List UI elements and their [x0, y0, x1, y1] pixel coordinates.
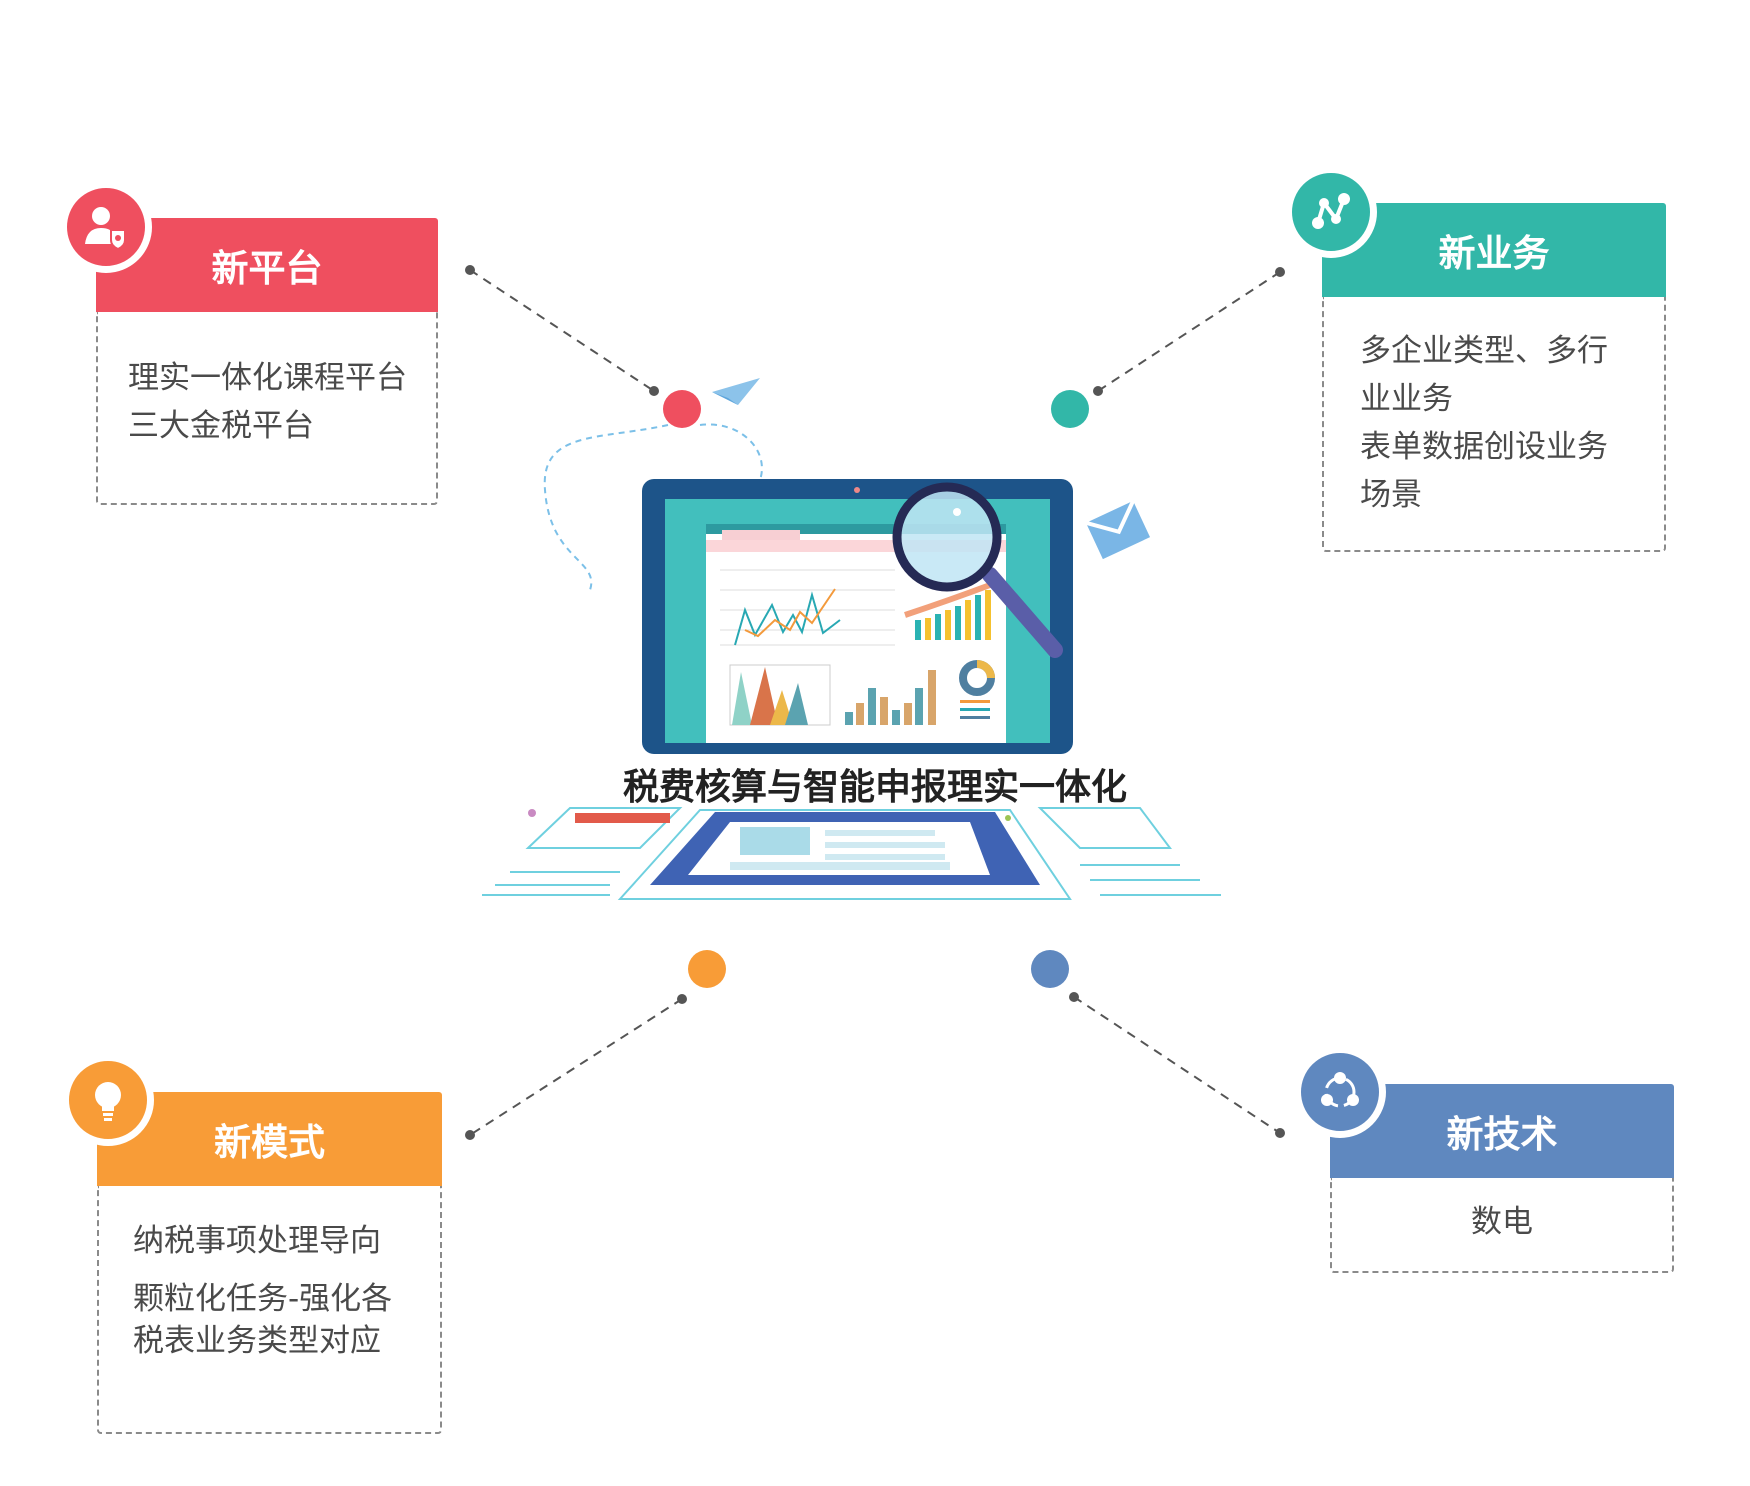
card-header: 新模式 [97, 1092, 442, 1186]
lightbulb-icon [62, 1054, 154, 1146]
teal-node-dot [1051, 390, 1089, 428]
card-header: 新平台 [96, 218, 438, 312]
laptop-base-illustration [482, 807, 1221, 900]
card-header: 新技术 [1330, 1084, 1674, 1178]
card-new-mode: 新模式 纳税事项处理导向 颗粒化任务-强化各 税表业务类型对应 [97, 1092, 442, 1434]
card-line: 纳税事项处理导向 [133, 1223, 381, 1259]
laptop-illustration [642, 479, 1073, 754]
card-line: 税表业务类型对应 [133, 1323, 381, 1359]
card-new-platform: 新平台 理实一体化课程平台 三大金税平台 [96, 218, 438, 505]
network-nodes-icon [1285, 166, 1377, 258]
card-line: 三大金税平台 [128, 408, 314, 444]
card-body: 理实一体化课程平台 三大金税平台 [96, 312, 438, 505]
card-new-technology: 新技术 数电 [1330, 1084, 1674, 1273]
card-header: 新业务 [1322, 203, 1666, 297]
user-shield-icon [60, 181, 152, 273]
share-cycle-icon [1294, 1046, 1386, 1138]
envelope-icon [1085, 500, 1151, 560]
card-title: 新平台 [211, 247, 323, 290]
card-line: 业业务 [1360, 381, 1453, 417]
card-title: 新技术 [1446, 1113, 1558, 1156]
card-body: 纳税事项处理导向 颗粒化任务-强化各 税表业务类型对应 [97, 1186, 442, 1434]
card-line: 颗粒化任务-强化各 [133, 1281, 393, 1317]
red-node-dot [663, 390, 701, 428]
paper-plane-icon [712, 378, 760, 405]
card-line: 理实一体化课程平台 [128, 360, 407, 396]
card-body: 数电 [1330, 1178, 1674, 1273]
card-line: 多企业类型、多行 [1360, 333, 1608, 369]
orange-node-dot [688, 950, 726, 988]
card-new-business: 新业务 多企业类型、多行 业业务 表单数据创设业务 场景 [1322, 203, 1666, 552]
center-title: 税费核算与智能申报理实一体化 [622, 767, 1127, 808]
blue-node-dot [1031, 950, 1069, 988]
card-title: 新业务 [1438, 232, 1550, 275]
card-line: 数电 [1471, 1204, 1533, 1240]
card-line: 场景 [1360, 477, 1422, 513]
card-body: 多企业类型、多行 业业务 表单数据创设业务 场景 [1322, 297, 1666, 552]
card-line: 表单数据创设业务 [1360, 429, 1608, 465]
card-title: 新模式 [214, 1121, 325, 1164]
